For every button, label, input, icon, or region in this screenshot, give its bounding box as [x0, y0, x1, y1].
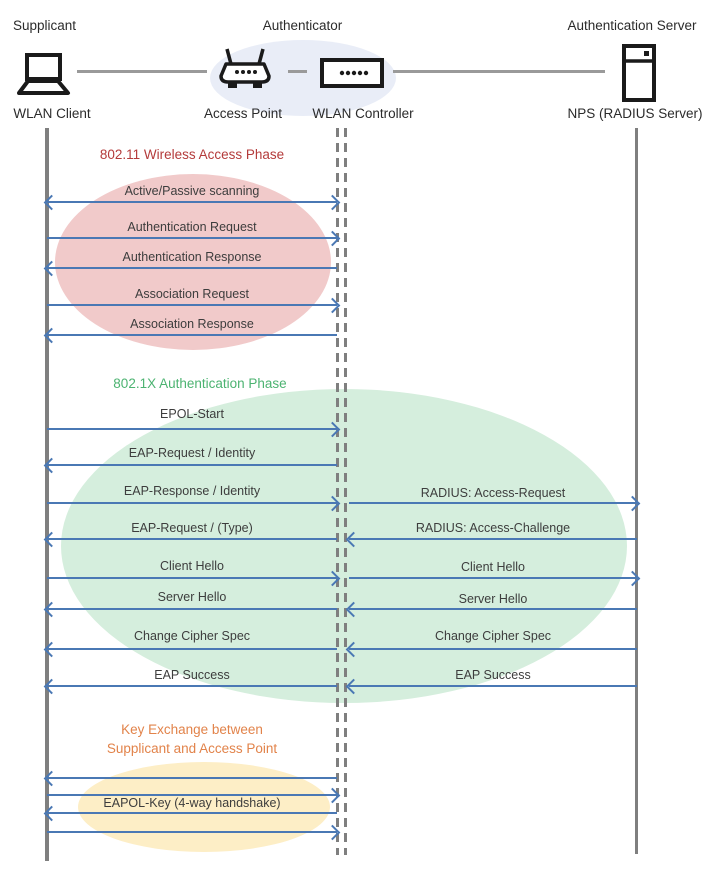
message-arrow [349, 608, 637, 610]
lifeline-wlan-client [45, 128, 49, 861]
wlan-controller-icon [320, 58, 384, 88]
node-label-wlan-controller: WLAN Controller [312, 106, 414, 121]
message-label: EAP-Request / Identity [128, 446, 256, 460]
message-arrow [47, 831, 337, 833]
message-arrow [47, 304, 337, 306]
message-label: Client Hello [160, 559, 224, 573]
message-label: Active/Passive scanning [124, 184, 260, 198]
phase2-title: 802.1X Authentication Phase [113, 376, 287, 391]
message-label: Server Hello [157, 590, 227, 604]
node-label-nps: NPS (RADIUS Server) [567, 106, 703, 121]
laptop-icon [11, 52, 75, 98]
lifeline-radius-server [635, 128, 638, 854]
server-icon [621, 43, 657, 103]
message-arrow [47, 428, 337, 430]
message-label: EAPOL-Key (4-way handshake) [103, 796, 281, 810]
message-label: Association Response [130, 317, 254, 331]
access-point-icon [214, 46, 276, 96]
message-arrow [349, 648, 637, 650]
message-arrow [47, 812, 337, 814]
message-label: Change Cipher Spec [133, 629, 251, 643]
phase3-title-line2: Supplicant and Access Point [106, 741, 278, 756]
role-authentication-server: Authentication Server [567, 18, 697, 33]
phase3-title-line1: Key Exchange between [121, 722, 263, 737]
node-label-wlan-client: WLAN Client [13, 106, 91, 121]
message-label: RADIUS: Access-Request [420, 486, 566, 500]
message-arrow [47, 608, 337, 610]
message-label: Change Cipher Spec [434, 629, 552, 643]
lifeline-wlan-controller [336, 128, 339, 855]
phase1-ellipse [55, 174, 331, 350]
message-label: Client Hello [461, 560, 525, 574]
message-arrow [47, 502, 337, 504]
message-arrow [47, 777, 337, 779]
message-arrow [349, 577, 637, 579]
message-arrow [47, 267, 337, 269]
message-arrow [47, 538, 337, 540]
message-label: Authentication Request [127, 220, 257, 234]
node-label-access-point: Access Point [203, 106, 283, 121]
connector-line [77, 70, 207, 73]
connector-line [288, 70, 307, 73]
role-authenticator: Authenticator [262, 18, 343, 33]
connector-line [393, 70, 605, 73]
phase1-title: 802.11 Wireless Access Phase [99, 147, 285, 162]
message-label: EPOL-Start [160, 407, 224, 421]
message-arrow [349, 685, 637, 687]
message-label: EAP-Response / Identity [123, 484, 261, 498]
message-arrow [47, 334, 337, 336]
message-arrow [349, 502, 637, 504]
role-supplicant: Supplicant [13, 18, 77, 33]
message-arrow [47, 464, 337, 466]
message-label: Association Request [135, 287, 249, 301]
message-arrow [47, 685, 337, 687]
lifeline-wlan-controller [344, 128, 347, 855]
message-arrow [349, 538, 637, 540]
message-label: EAP Success [154, 668, 230, 682]
message-arrow [47, 201, 337, 203]
message-label: Authentication Response [122, 250, 262, 264]
message-arrow [47, 237, 337, 239]
message-label: EAP-Request / (Type) [131, 521, 253, 535]
message-arrow [47, 577, 337, 579]
message-arrow [47, 648, 337, 650]
message-arrow [47, 794, 337, 796]
message-label: RADIUS: Access-Challenge [415, 521, 571, 535]
message-label: EAP Success [455, 668, 531, 682]
message-label: Server Hello [458, 592, 528, 606]
